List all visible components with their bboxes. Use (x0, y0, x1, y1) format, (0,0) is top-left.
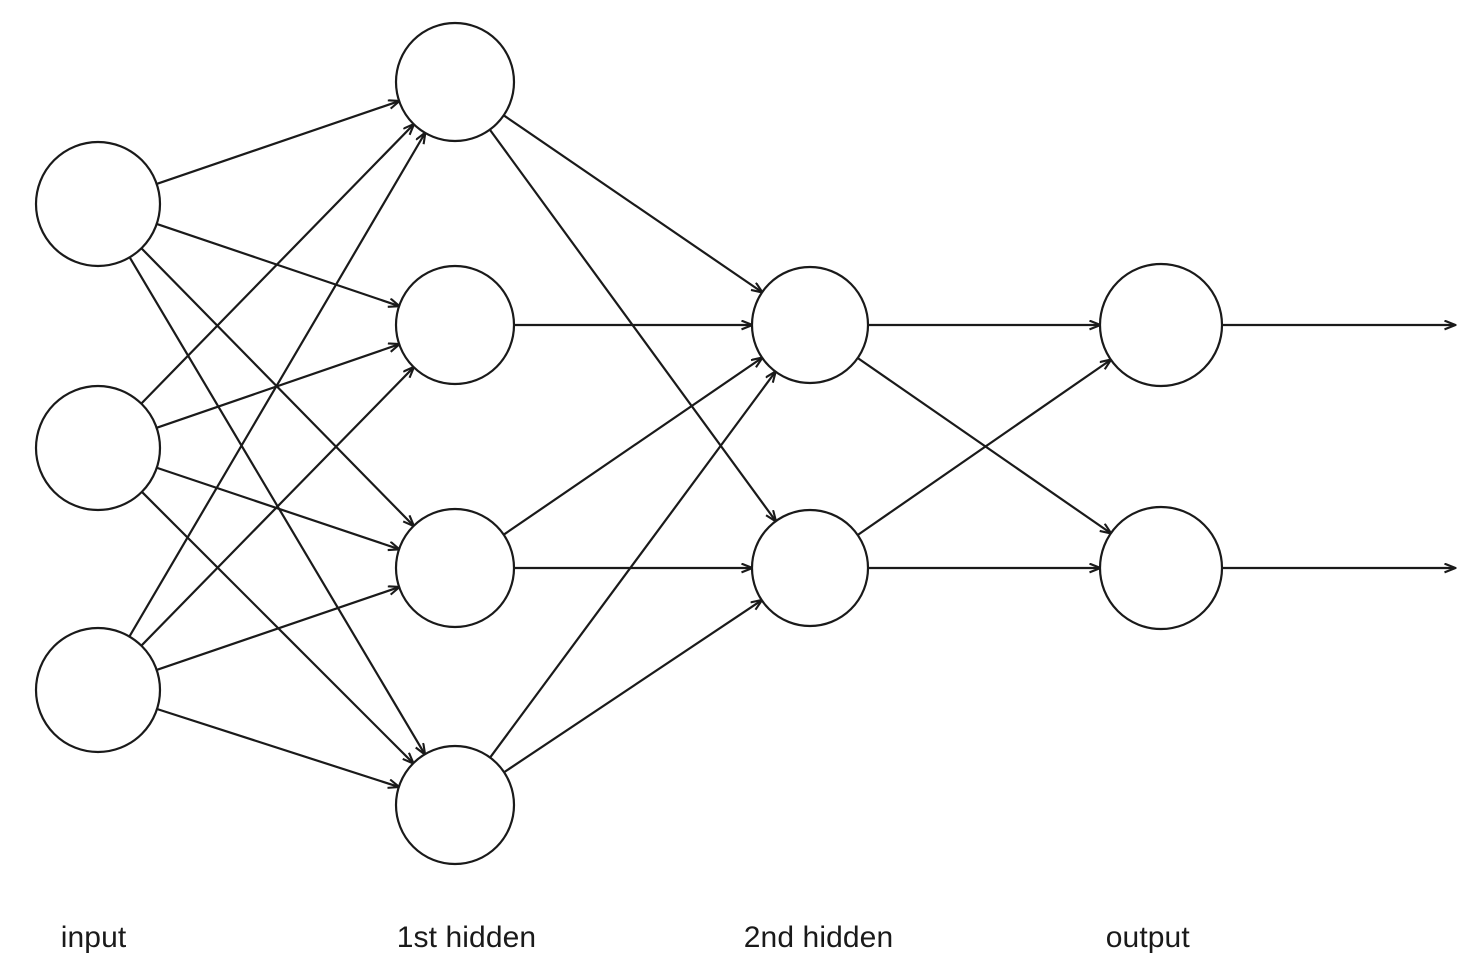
edge-i3-to-h1_2 (140, 367, 413, 647)
label-input-line1: input (60, 921, 127, 954)
edge-h1_4-to-h2_1 (489, 372, 775, 759)
edge-h1_1-to-h2_1 (503, 114, 762, 292)
nodes-group (34, 21, 1224, 866)
label-output-line1: output (1105, 921, 1190, 954)
label-hidden1-layer: 1st hidden layer (363, 872, 536, 976)
edge-h2_2-to-o1 (857, 360, 1111, 536)
label-hidden2-layer: 2nd hidden layer (710, 872, 893, 976)
neuron-node-i3[interactable] (34, 626, 162, 754)
edge-i3-to-h1_3 (156, 587, 400, 671)
edge-h2_1-to-o2 (857, 357, 1111, 533)
edge-i3-to-h1_4 (156, 707, 399, 787)
edge-i2-to-h1_2 (156, 344, 400, 429)
edge-i3-to-h1_1 (128, 133, 425, 638)
label-output-layer: output layer (1072, 872, 1190, 976)
edge-h1_4-to-h2_2 (503, 600, 762, 774)
neuron-node-h1_2[interactable] (394, 264, 516, 386)
edge-i1-to-h1_1 (156, 101, 400, 185)
neuron-node-h2_2[interactable] (750, 508, 870, 628)
neuron-node-h1_3[interactable] (394, 507, 516, 629)
neuron-node-h1_4[interactable] (394, 744, 516, 866)
neuron-node-o1[interactable] (1098, 262, 1224, 388)
edge-i2-to-h1_1 (140, 124, 414, 405)
neuron-node-i1[interactable] (34, 140, 162, 268)
label-input-layer: input layer (27, 872, 126, 976)
edge-h1_3-to-h2_1 (503, 358, 762, 536)
edge-i2-to-h1_3 (156, 466, 399, 549)
edges-group (128, 101, 1455, 787)
neuron-node-h2_1[interactable] (750, 265, 870, 385)
neuron-node-i2[interactable] (34, 384, 162, 512)
neuron-node-o2[interactable] (1098, 505, 1224, 631)
label-hidden2-line1: 2nd hidden (743, 921, 894, 954)
neuron-node-h1_1[interactable] (394, 21, 516, 143)
label-hidden1-line1: 1st hidden (396, 921, 537, 954)
